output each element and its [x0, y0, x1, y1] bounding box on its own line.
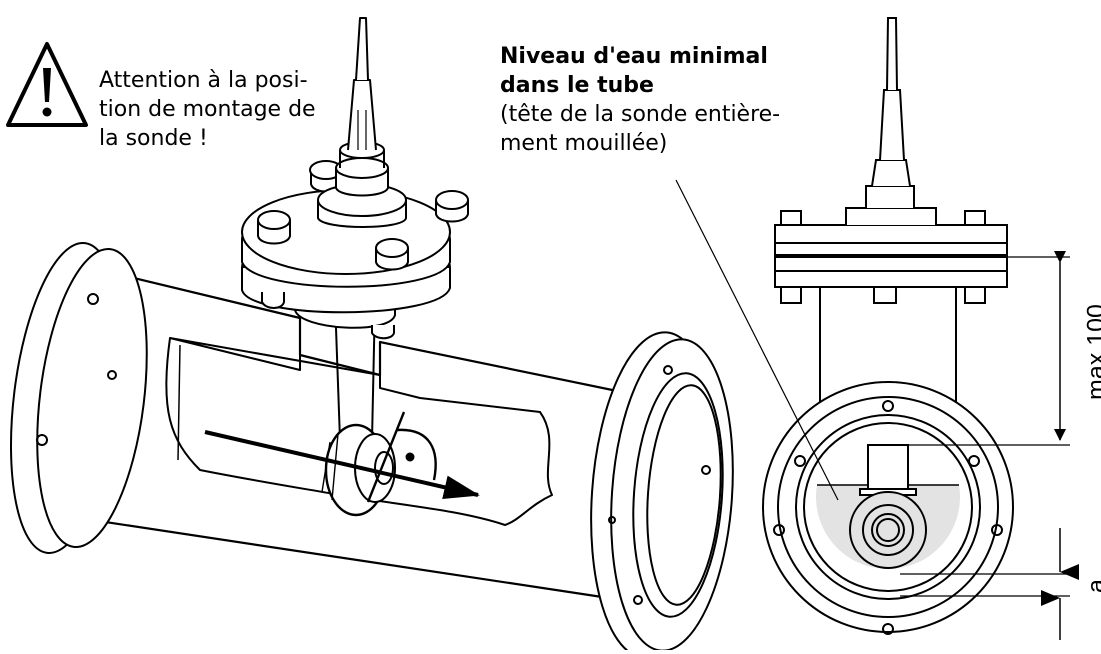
note-title-line-1: Niveau d'eau minimal: [500, 44, 768, 69]
right-angle-mark: [366, 411, 406, 503]
note-title-line-2: dans le tube: [500, 73, 654, 98]
note-detail-line-2: ment mouillée): [500, 131, 668, 156]
warning-line-3: la sonde !: [99, 126, 208, 151]
note-leader-line: [675, 179, 839, 501]
top-flange-assembly: [241, 141, 469, 340]
front-flange-top: [774, 224, 1008, 256]
probe-cable: [347, 17, 377, 151]
dimension-label-max-100: max 100: [1083, 304, 1101, 400]
warning-triangle-icon: [6, 42, 88, 127]
pipe-isometric-view: [9, 17, 734, 654]
dimension-label-a: a: [1083, 579, 1101, 593]
water-level-note: Niveau d'eau minimal dans le tube (tête …: [500, 42, 820, 158]
flow-arrow: [204, 430, 480, 500]
pipe-cutaway: [165, 337, 553, 526]
warning-line-1: Attention à la posi-: [99, 68, 308, 93]
left-flange: [9, 242, 148, 554]
mounting-warning-text: Attention à la posi- tion de montage de …: [99, 66, 339, 153]
note-detail-line-1: (tête de la sonde entière-: [500, 102, 781, 127]
right-flange: [590, 331, 734, 654]
pipe-front-view: [762, 17, 1079, 640]
flange-bolts: [257, 160, 469, 340]
warning-line-2: tion de montage de: [99, 97, 316, 122]
